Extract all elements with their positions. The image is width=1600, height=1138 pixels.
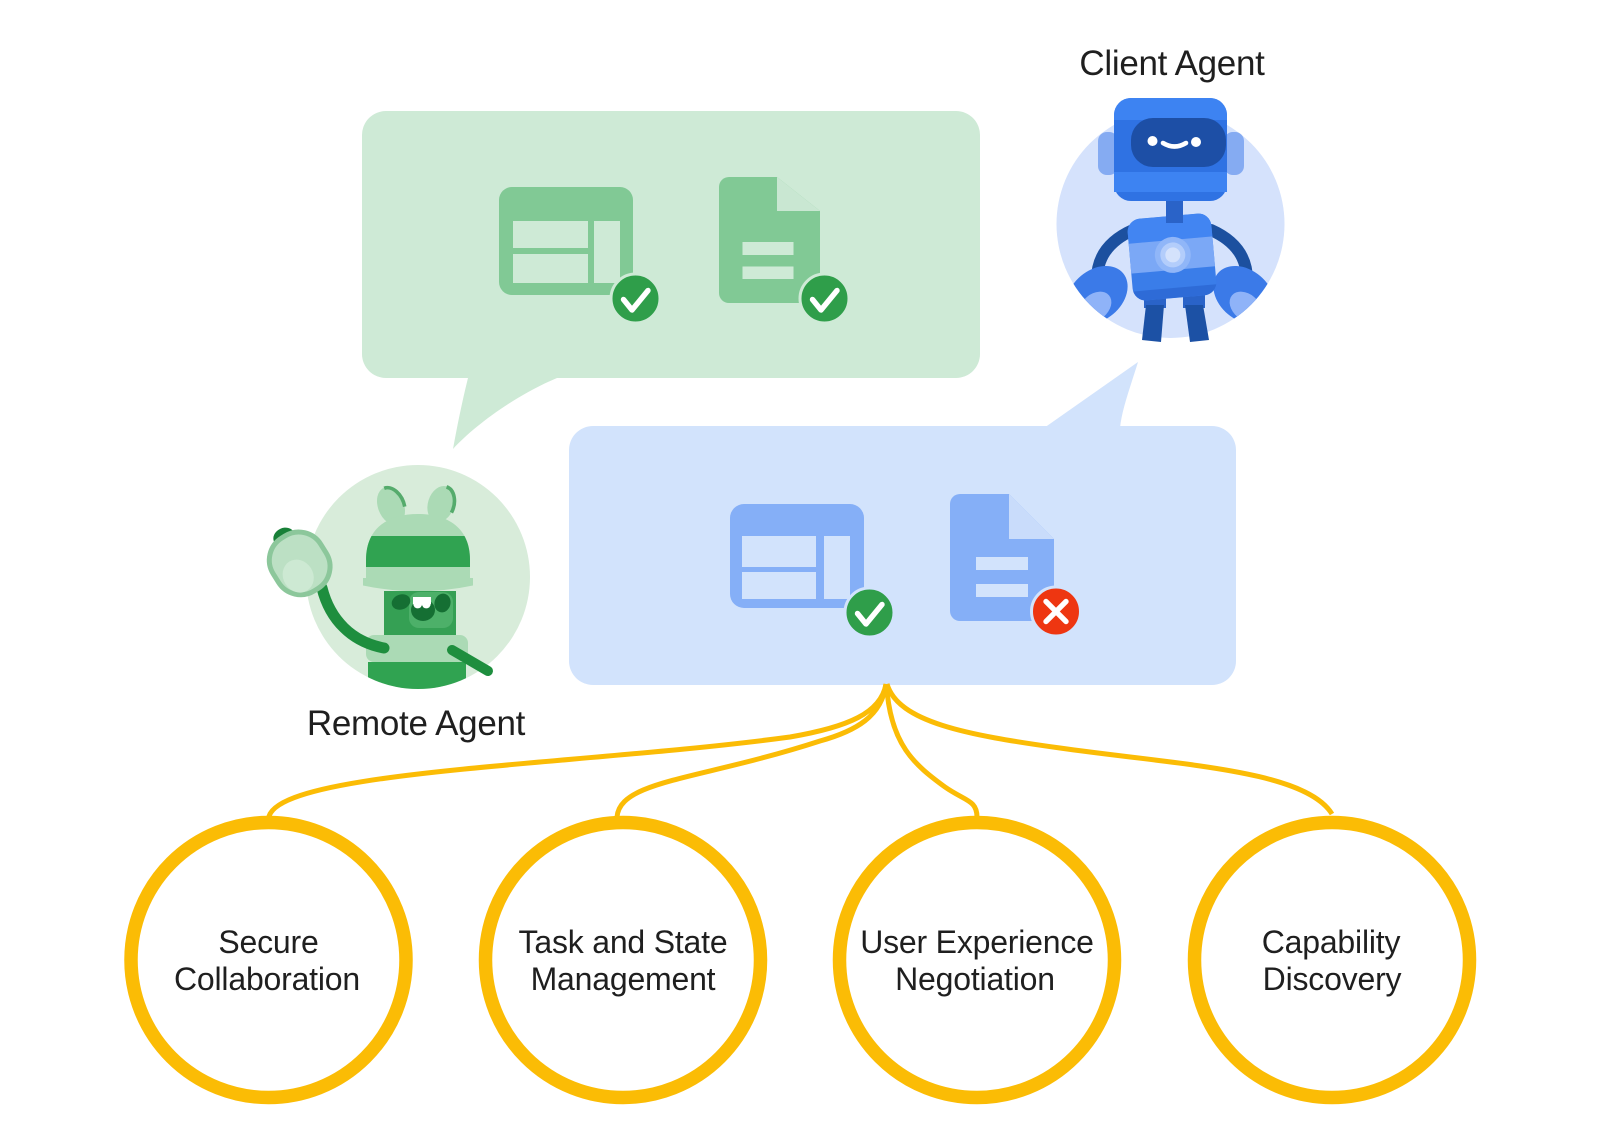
svg-text:User Experience: User Experience [860, 924, 1094, 960]
svg-text:Capability: Capability [1262, 924, 1401, 960]
svg-text:Negotiation: Negotiation [895, 961, 1055, 997]
svg-text:Task and State: Task and State [519, 924, 728, 960]
svg-text:Secure: Secure [218, 924, 318, 960]
svg-text:Management: Management [531, 961, 716, 997]
svg-text:Discovery: Discovery [1263, 961, 1402, 997]
svg-text:Collaboration: Collaboration [174, 961, 360, 997]
svg-text:Remote Agent: Remote Agent [307, 704, 526, 743]
svg-text:Client Agent: Client Agent [1079, 44, 1265, 83]
